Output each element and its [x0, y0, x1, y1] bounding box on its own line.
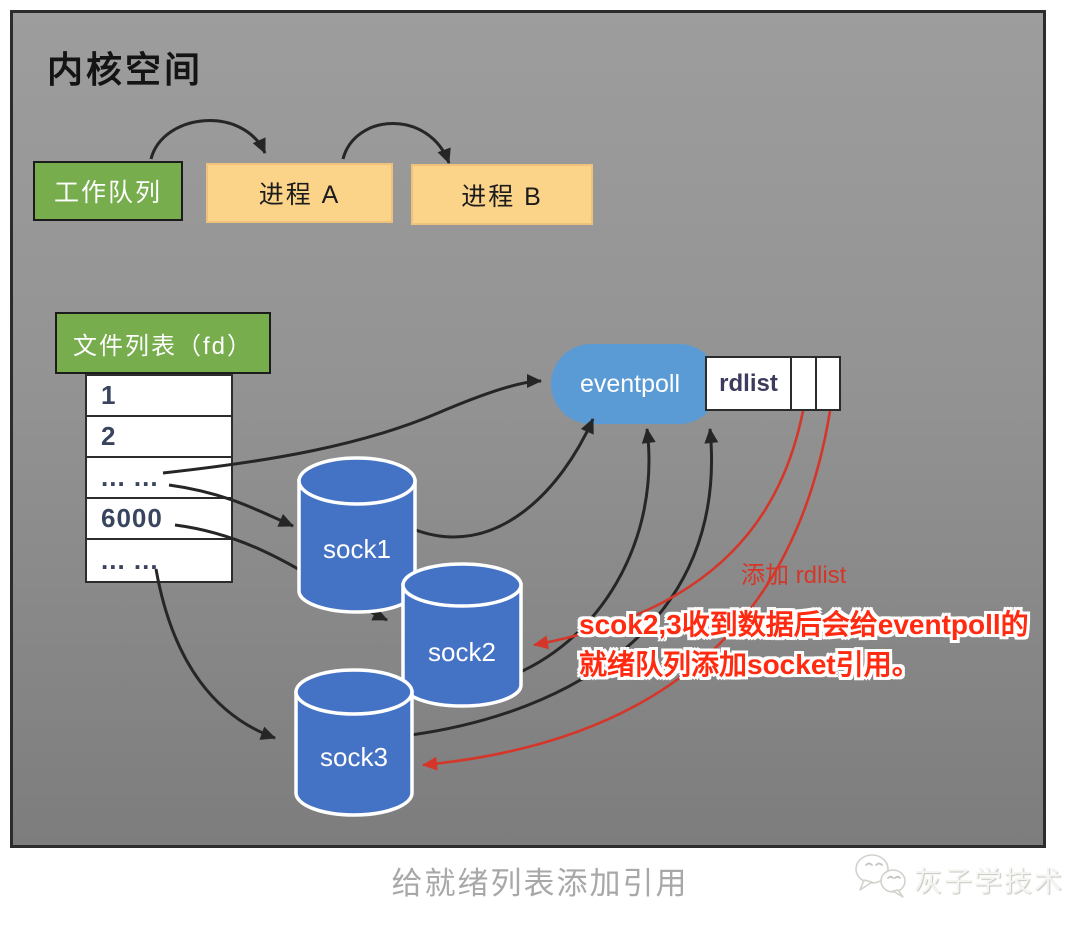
arrow-sock3-to-eventpoll	[410, 428, 719, 737]
cylinder-sock2: sock2	[401, 562, 523, 708]
work-queue-label: 工作队列	[53, 179, 162, 207]
rdlist-slot-1	[790, 356, 817, 411]
process-a-label: 进程 A	[258, 181, 341, 209]
figure-caption: 给就绪列表添加引用	[391, 866, 689, 901]
fd-table-row: ... ...	[87, 540, 231, 581]
arrow-workqueue-to-process-a	[149, 119, 267, 160]
fd-table: 1 2 ... ... 6000 ... ...	[85, 374, 233, 583]
process-a-box: 进程 A	[206, 163, 393, 223]
fd-table-row: ... ...	[87, 458, 231, 499]
wechat-icon	[852, 852, 908, 907]
kernel-space-panel: 内核空间 工作队列 进程 A 进程 B 文件列表（fd） 1 2 ... ...…	[10, 10, 1046, 848]
eventpoll-pill: eventpoll	[551, 344, 719, 424]
arrow-fd-to-sock3	[154, 568, 276, 740]
socket-note-annotation: scok2,3收到数据后会给eventpoll的 就绪队列添加socket引用。	[579, 605, 1029, 685]
rdlist-label: rdlist	[719, 369, 778, 397]
sock3-label: sock3	[320, 742, 388, 772]
socket-note-line2: 就绪队列添加socket引用。	[579, 649, 920, 680]
rdlist-slot-2	[815, 356, 841, 411]
sock1-label: sock1	[323, 534, 391, 564]
eventpoll-label: eventpoll	[579, 369, 681, 398]
cylinder-sock1: sock1	[297, 456, 417, 614]
fd-table-row: 2	[87, 417, 231, 458]
watermark-label: 灰子学技术	[914, 865, 1065, 897]
add-rdlist-annotation: 添加 rdlist	[741, 562, 847, 589]
arrow-sock1-to-eventpoll	[412, 418, 595, 539]
sock2-label: sock2	[428, 637, 496, 667]
fd-list-header: 文件列表（fd）	[55, 312, 271, 374]
process-b-label: 进程 B	[461, 182, 543, 211]
arrow-process-a-to-process-b	[341, 122, 451, 164]
fd-table-row: 6000	[87, 499, 231, 540]
socket-note-line1: scok2,3收到数据后会给eventpoll的	[579, 609, 1029, 640]
kernel-title: 内核空间	[47, 49, 204, 90]
work-queue-box: 工作队列	[33, 161, 183, 221]
cylinder-sock3: sock3	[294, 668, 414, 817]
process-b-box: 进程 B	[411, 164, 593, 225]
watermark: 灰子学技术	[852, 852, 1064, 907]
fd-table-row: 1	[87, 376, 231, 417]
rdlist-cell: rdlist	[705, 356, 792, 411]
fd-list-header-label: 文件列表（fd）	[72, 332, 253, 360]
